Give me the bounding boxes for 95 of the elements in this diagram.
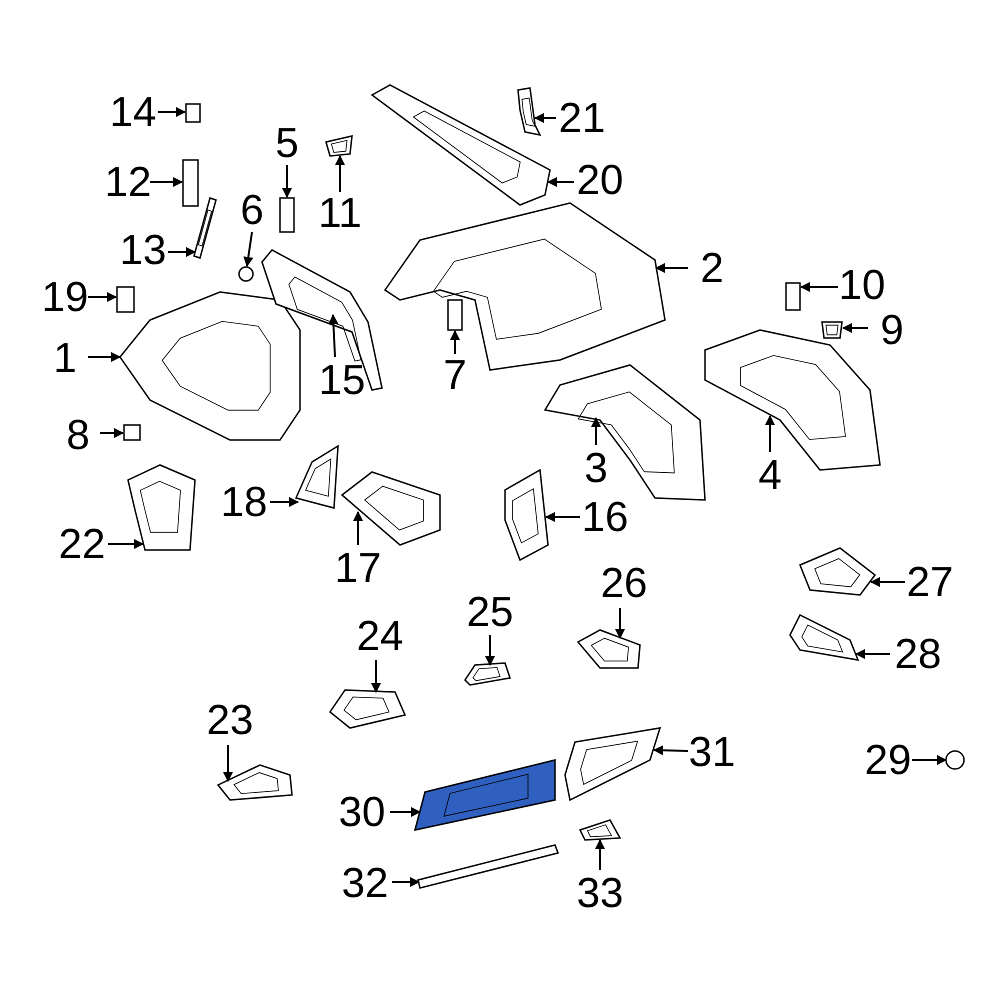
callout-number: 3 <box>584 447 608 489</box>
callout-number: 8 <box>66 414 90 456</box>
callout-number: 2 <box>700 247 724 289</box>
part-drawing <box>504 468 549 562</box>
leader-line <box>653 745 688 756</box>
callout-number: 9 <box>880 309 904 351</box>
part-drawing <box>576 629 641 669</box>
callout-number: 12 <box>104 161 152 203</box>
part-drawing <box>294 444 339 509</box>
leader-line <box>243 232 254 267</box>
part-drawing <box>578 819 622 841</box>
callout-number: 30 <box>338 791 386 833</box>
callout-number: 23 <box>206 699 254 741</box>
callout-number: 11 <box>318 192 362 234</box>
part-box <box>185 103 201 123</box>
callout-number: 26 <box>600 562 648 604</box>
leader-line <box>450 330 460 354</box>
leader-line <box>547 177 574 187</box>
callout-number: 20 <box>576 159 624 201</box>
callout-number: 33 <box>576 872 624 914</box>
part-box <box>116 286 135 313</box>
leader-line <box>800 282 838 292</box>
callout-number: 1 <box>53 337 77 379</box>
part-drawing <box>193 197 217 259</box>
callout-number: 21 <box>558 97 606 139</box>
leader-line <box>855 649 890 659</box>
callout-number: 28 <box>894 633 942 675</box>
callout-number: 16 <box>582 496 628 538</box>
part-box <box>447 299 463 331</box>
part-drawing <box>127 464 196 551</box>
leader-line <box>270 497 299 507</box>
part-drawing <box>216 764 293 801</box>
callout-number: 10 <box>838 264 886 306</box>
leader-line <box>223 745 233 782</box>
leader-line <box>485 635 495 666</box>
leader-line <box>158 107 186 117</box>
callout-number: 25 <box>466 591 514 633</box>
leader-line <box>390 807 421 817</box>
part-drawing <box>821 321 843 339</box>
leader-line <box>371 660 381 693</box>
leader-line <box>534 113 556 123</box>
leader-line <box>335 155 345 192</box>
leader-line <box>615 608 625 639</box>
leader-line <box>108 539 144 549</box>
callout-number: 6 <box>240 189 264 231</box>
leader-line <box>591 417 601 445</box>
part-drawing <box>517 87 542 136</box>
callout-number: 13 <box>120 229 166 271</box>
leader-line <box>842 323 868 333</box>
part-circle <box>238 266 254 282</box>
trim-strip <box>417 844 559 889</box>
part-drawing <box>370 84 551 206</box>
part-drawing <box>544 364 706 501</box>
leader-line <box>150 177 183 187</box>
leader-line <box>595 839 605 870</box>
leader-line <box>168 247 196 257</box>
callout-number: 24 <box>356 615 404 657</box>
part-drawing <box>564 727 662 802</box>
leader-line <box>328 314 338 358</box>
part-drawing <box>119 291 301 441</box>
leader-line <box>655 263 688 273</box>
leader-line <box>545 512 580 522</box>
callout-number: 5 <box>275 122 299 164</box>
callout-number: 18 <box>220 481 268 523</box>
leader-line <box>870 577 905 587</box>
part-box <box>123 424 141 441</box>
part-drawing <box>328 689 406 729</box>
callout-number: 4 <box>758 454 782 496</box>
leader-line <box>912 755 947 765</box>
leader-line <box>88 292 117 302</box>
part-box <box>785 282 801 311</box>
callout-number: 19 <box>42 276 88 318</box>
callout-number: 29 <box>864 739 912 781</box>
part-drawing <box>414 759 556 831</box>
leader-line <box>765 415 775 452</box>
part-circle <box>945 750 965 770</box>
part-box <box>182 159 199 207</box>
callout-number: 32 <box>342 862 388 904</box>
leader-line <box>88 352 121 362</box>
part-drawing <box>325 135 353 157</box>
callout-number: 17 <box>334 547 382 589</box>
callout-number: 22 <box>58 523 106 565</box>
leader-line <box>100 428 124 438</box>
part-drawing <box>799 547 876 596</box>
part-box <box>279 197 295 233</box>
part-drawing <box>464 662 511 686</box>
callout-number: 15 <box>318 359 366 401</box>
leader-line <box>282 165 292 198</box>
leader-line <box>353 511 363 545</box>
callout-number: 31 <box>688 731 736 773</box>
leader-line <box>392 877 420 887</box>
part-drawing <box>789 614 860 661</box>
callout-number: 14 <box>110 91 156 133</box>
callout-number: 7 <box>443 354 467 396</box>
callout-number: 27 <box>906 561 954 603</box>
